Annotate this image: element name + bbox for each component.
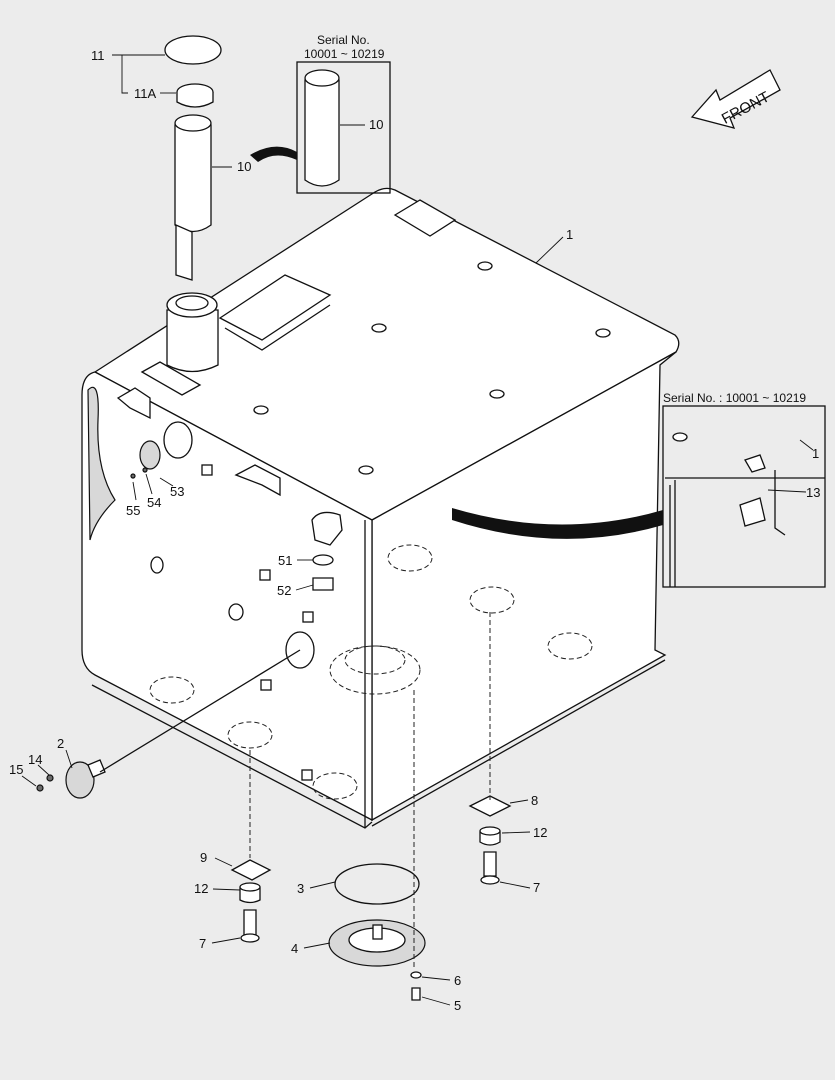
callout-11: 11 xyxy=(91,48,105,63)
inset-top-title-2: 10001 ~ 10219 xyxy=(304,47,385,61)
callout-9: 9 xyxy=(200,850,207,865)
callout-8: 8 xyxy=(531,793,538,808)
inset-right-title: Serial No. : 10001 ~ 10219 xyxy=(663,391,806,405)
callout-12-left: 12 xyxy=(194,881,208,896)
callout-14: 14 xyxy=(28,752,42,767)
callout-1: 1 xyxy=(566,227,573,242)
callout-7-left: 7 xyxy=(199,936,206,951)
callouts: Serial No. 10001 ~ 10219 Serial No. : 10… xyxy=(9,33,820,1013)
callout-55: 55 xyxy=(126,503,140,518)
filler-cap-assembly xyxy=(164,35,222,281)
leader-lines xyxy=(21,54,814,1006)
callout-52: 52 xyxy=(277,583,291,598)
tank-body xyxy=(81,187,680,829)
callout-2: 2 xyxy=(57,736,64,751)
front-arrow: FRONT xyxy=(690,69,781,129)
callout-11a: 11A xyxy=(134,86,156,101)
callout-1-inset: 1 xyxy=(812,446,819,461)
callout-10-inset: 10 xyxy=(369,117,383,132)
callout-10: 10 xyxy=(237,159,251,174)
right-inset xyxy=(452,405,826,588)
callout-15: 15 xyxy=(9,762,23,777)
callout-5: 5 xyxy=(454,998,461,1013)
bottom-parts xyxy=(36,440,512,1001)
callout-54: 54 xyxy=(147,495,161,510)
inset-top-title-1: Serial No. xyxy=(317,33,370,47)
callout-3: 3 xyxy=(297,881,304,896)
callout-6: 6 xyxy=(454,973,461,988)
callout-51: 51 xyxy=(278,553,292,568)
callout-12-right: 12 xyxy=(533,825,547,840)
callout-7-right: 7 xyxy=(533,880,540,895)
callout-4: 4 xyxy=(291,941,298,956)
callout-53: 53 xyxy=(170,484,184,499)
callout-13-inset: 13 xyxy=(806,485,820,500)
top-inset xyxy=(250,61,391,194)
